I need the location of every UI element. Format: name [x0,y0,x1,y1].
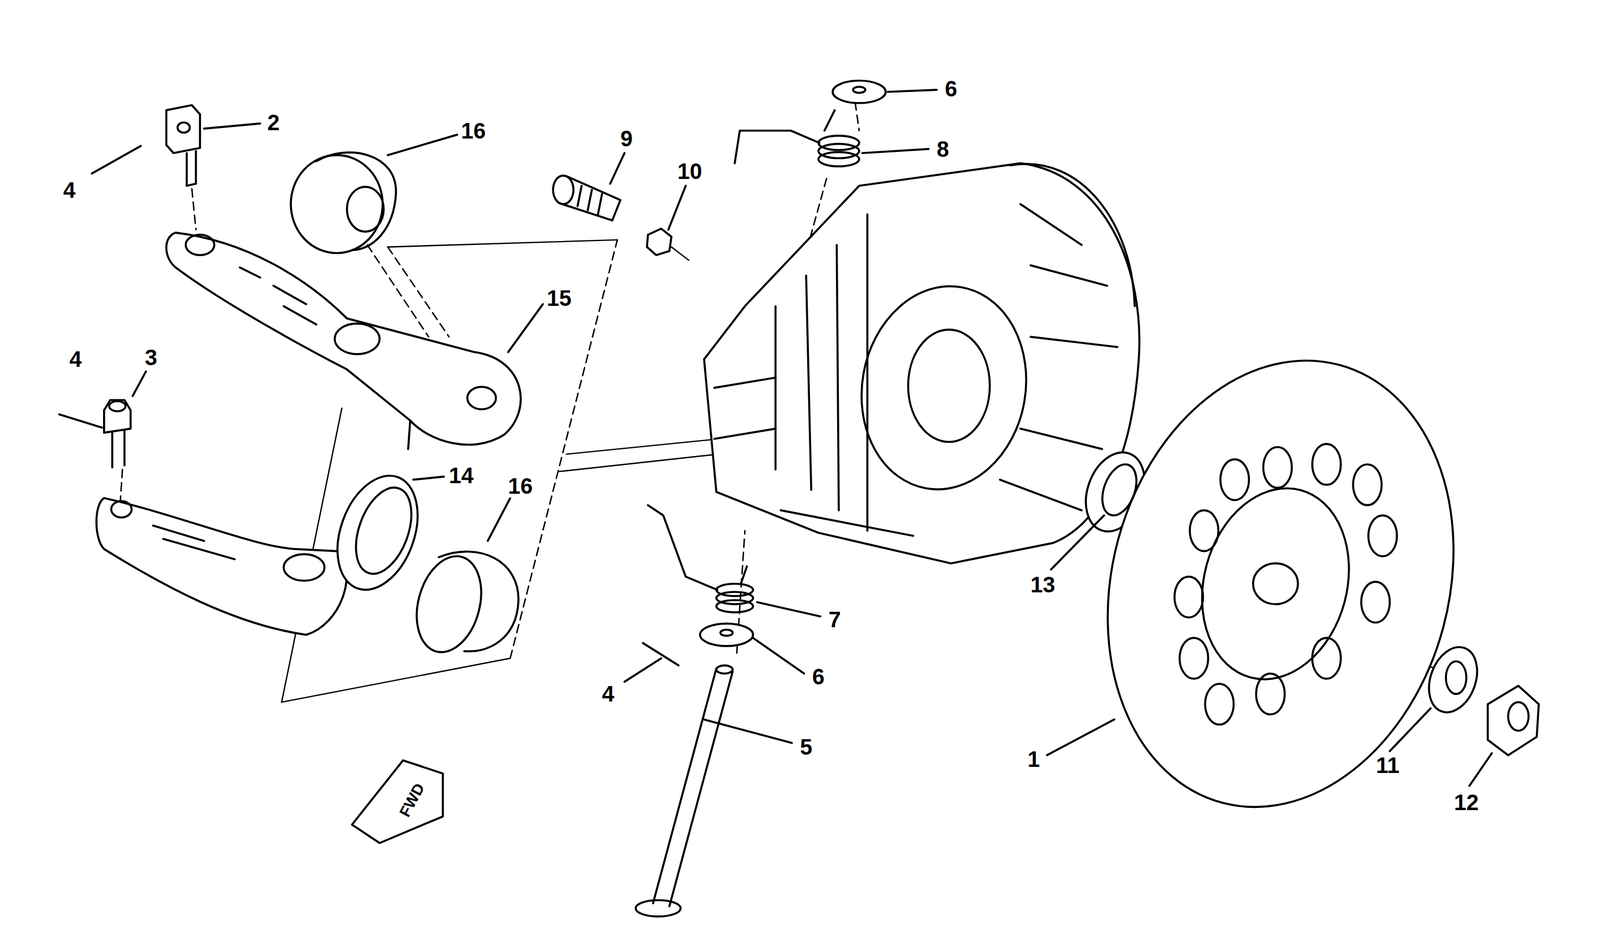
clevis-block [166,105,200,187]
callout-number: 15 [545,286,574,310]
torsion-spring [734,110,860,167]
callout-number: 3 [142,345,159,369]
upper-arm [166,232,521,449]
callout-number: 4 [600,681,617,706]
callout-number: 1 [1026,747,1042,771]
callout-number: 4 [67,347,84,371]
clevis-pin [104,400,131,468]
washer [700,623,754,646]
washer [1420,640,1486,720]
callout-number: 2 [265,110,281,135]
shaft [635,665,733,917]
torsion-spring [648,505,754,613]
direction-label: FWD [395,778,429,822]
callout-number: 8 [935,137,951,161]
callout-number: 16 [459,119,488,143]
gear-housing [704,163,1140,564]
roller [406,549,519,660]
callout-number: 7 [826,607,843,632]
bearing-ring [322,464,433,601]
callout-number: 13 [1028,572,1058,597]
leader-lines [132,89,1492,786]
callout-number: 14 [447,463,476,487]
nut [1487,685,1539,756]
roller [290,152,397,254]
callout-number: 4 [61,178,78,202]
cotter-pin [642,642,679,666]
callout-number: 16 [506,474,535,498]
washer [832,80,886,104]
lower-arm [96,498,347,635]
callout-number: 11 [1374,753,1402,777]
nut [647,228,690,261]
forward-arrow [351,760,443,843]
callout-number: 9 [618,126,635,151]
callout-number: 12 [1452,790,1481,814]
cotter-pin [59,414,102,428]
callout-number: 5 [798,735,814,759]
drive-disc [1059,321,1502,846]
callout-number: 6 [810,664,827,689]
cotter-pin [91,145,141,174]
callout-number: 6 [942,77,959,101]
callout-number: 10 [675,159,705,183]
